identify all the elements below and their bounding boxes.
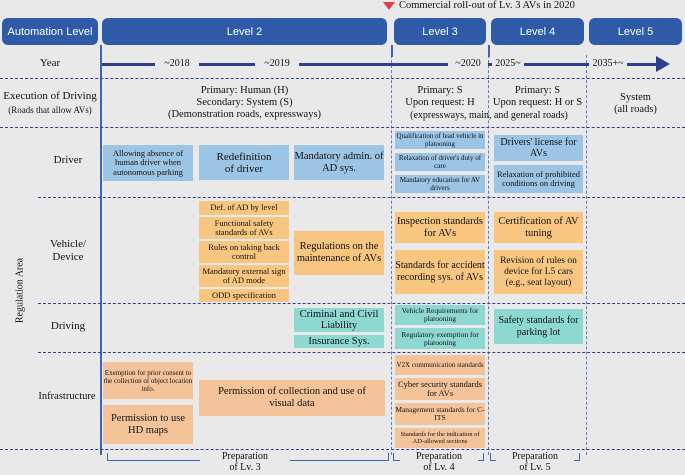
header-level5: Level 5	[589, 18, 682, 45]
infra-box-hd-maps: Permission to use HD maps	[103, 405, 193, 444]
divider	[488, 55, 489, 455]
infra-box-ad-sections: Standards for the indication of AD-allow…	[395, 428, 485, 448]
vehicle-box-maintenance: Regulations on the maintenance of AVs	[294, 231, 384, 275]
preparation-lv5: Preparation of Lv. 5	[496, 451, 574, 473]
divider	[391, 45, 393, 57]
divider	[586, 55, 587, 455]
driving-box-exemption-platooning: Regulatory exemption for platooning	[395, 328, 485, 349]
vehicle-box-inspection: Inspection standards for AVs	[395, 212, 485, 243]
preparation-lv3: Preparation of Lv. 3	[200, 451, 290, 473]
execution-label: Execution of Driving (Roads that allow A…	[3, 90, 97, 115]
driver-box-relaxation-prohibited: Relaxation of prohibited conditions on d…	[494, 165, 583, 193]
vehicle-box-def: Def. of AD by level	[199, 201, 289, 215]
row-divider	[38, 352, 685, 353]
row-divider	[38, 197, 685, 198]
year-2019: ~2019	[255, 58, 299, 69]
year-label: Year	[39, 57, 61, 69]
vehicle-box-odd: ODD specification	[199, 289, 289, 302]
execution-level4: Primary: S Upon request: H or S	[492, 85, 583, 108]
vehicle-box-takeback: Rules on taking back control	[199, 241, 289, 263]
vehicle-box-tuning: Certification of AV tuning	[494, 212, 583, 243]
vehicle-box-external-sign: Mandatory external sign of AD mode	[199, 265, 289, 287]
infra-box-v2x: V2X communication standards	[395, 355, 485, 375]
row-vehicle: Vehicle/ Device	[49, 238, 87, 263]
divider	[391, 55, 392, 455]
driving-box-parking-lot: Safety standards for parking lot	[494, 309, 583, 344]
driving-box-vehicle-requirements: Vehicle Requirements for platooning	[395, 305, 485, 325]
year-2025: 2025~	[492, 58, 524, 69]
vehicle-box-functional: Functional safety standards of AVs	[199, 217, 289, 239]
vehicle-box-accident: Standards for accident recording sys. of…	[395, 250, 485, 294]
row-infrastructure: Infrastructure	[38, 391, 96, 402]
row-divider	[0, 449, 685, 450]
row-driving: Driving	[50, 320, 86, 332]
rollout-note: Commercial roll-out of Lv. 3 AVs in 2020	[399, 0, 575, 11]
row-driver: Driver	[53, 154, 83, 166]
header-level2: Level 2	[102, 18, 387, 45]
infra-box-cyber: Cyber security standards for AVs	[395, 378, 485, 400]
year-2018: ~2018	[155, 58, 199, 69]
driver-box-redefinition: Redefinition of driver	[199, 145, 289, 180]
row-divider	[0, 78, 685, 79]
driver-box-education: Mandatory education for AV drivers	[395, 175, 485, 193]
divider	[100, 45, 102, 455]
infra-box-visual-data: Permission of collection and use of visu…	[199, 380, 385, 416]
year-2020: ~2020	[448, 58, 488, 69]
driving-box-insurance: Insurance Sys.	[294, 335, 384, 348]
infra-box-c-its: Management standards for C-ITS	[395, 403, 485, 425]
driver-box-license: Drivers' license for AVs	[494, 135, 583, 161]
regulation-area-label: Regulation Area	[14, 257, 26, 324]
timeline-arrow	[102, 63, 657, 66]
header-level4: Level 4	[491, 18, 584, 45]
execution-level5: System (all roads)	[614, 92, 657, 115]
infra-box-exemption: Exemption for prior consent to the colle…	[103, 362, 193, 399]
arrow-head-icon	[656, 56, 670, 72]
execution-level3: Primary: S Upon request: H	[405, 85, 475, 108]
driver-box-qualification: Qualification of lead vehicle in platoon…	[395, 131, 485, 149]
rollout-marker-icon	[383, 2, 395, 10]
driver-box-relaxation-duty: Relaxation of driver's duty of care	[395, 153, 485, 171]
execution-level34-note: (expressways, main, and general roads)	[410, 110, 568, 121]
execution-level2: Primary: Human (H) Secondary: System (S)…	[167, 85, 322, 120]
preparation-lv4: Preparation of Lv. 4	[400, 451, 478, 473]
driver-box-parking: Allowing absence of human driver when au…	[103, 145, 193, 181]
row-divider	[0, 127, 685, 128]
driver-box-admin: Mandatory admin. of AD sys.	[294, 145, 384, 180]
driving-box-liability: Criminal and Civil Liability	[294, 308, 384, 332]
header-level3: Level 3	[394, 18, 486, 45]
year-2035: 2035+~	[589, 58, 627, 69]
row-divider	[38, 303, 685, 304]
header-automation-level: Automation Level	[2, 18, 98, 45]
vehicle-box-l5-device: Revision of rules on device for L5 cars …	[494, 250, 583, 294]
divider	[488, 45, 490, 57]
